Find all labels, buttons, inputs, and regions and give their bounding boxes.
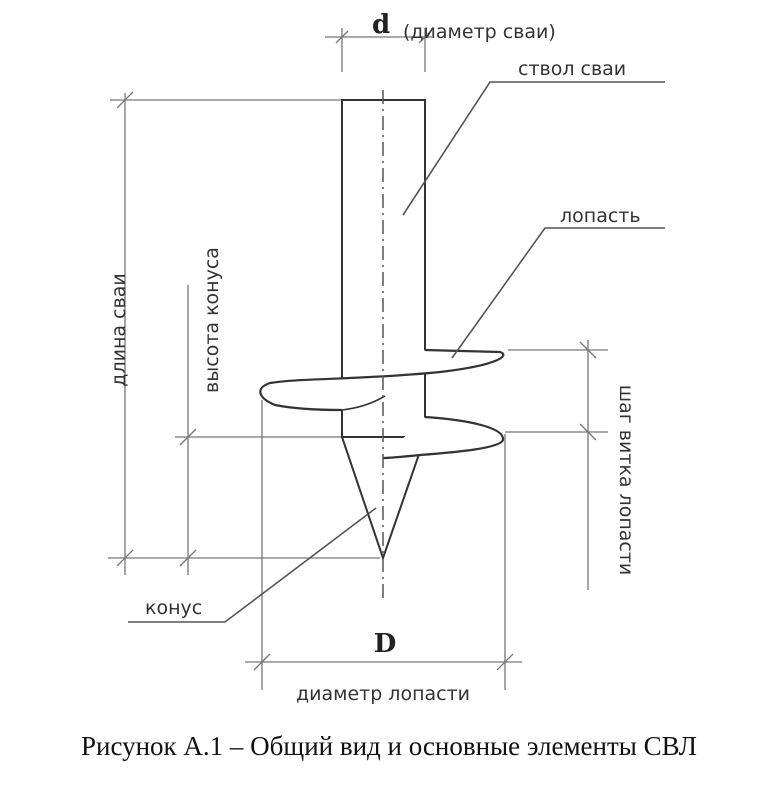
pile-diameter-dimension bbox=[325, 28, 432, 72]
blade-diameter-dimension bbox=[245, 400, 522, 690]
figure-caption: Рисунок А.1 – Общий вид и основные элеме… bbox=[81, 731, 697, 761]
blade-diameter-label: диаметр лопасти bbox=[296, 683, 470, 705]
pile-length-label: длина сваи bbox=[108, 273, 130, 386]
D-symbol: D bbox=[374, 629, 397, 659]
cone-label: конус bbox=[145, 597, 202, 619]
d-symbol: d bbox=[372, 10, 390, 40]
cone-height-label: высота конуса bbox=[201, 247, 223, 393]
pile-length-dimension bbox=[108, 91, 380, 575]
blade-label: лопасть bbox=[560, 205, 641, 227]
d-description: (диаметр сваи) bbox=[403, 21, 556, 43]
helical-blade bbox=[259, 348, 505, 460]
shaft-label: ствол сваи bbox=[518, 58, 626, 80]
blade-leader bbox=[451, 227, 665, 359]
cone-height-dimension bbox=[175, 285, 342, 575]
shaft-leader bbox=[402, 81, 665, 216]
cone-leader bbox=[128, 507, 377, 623]
blade-pitch-dimension bbox=[505, 340, 608, 590]
blade-pitch-label: шаг витка лопасти bbox=[615, 385, 637, 576]
